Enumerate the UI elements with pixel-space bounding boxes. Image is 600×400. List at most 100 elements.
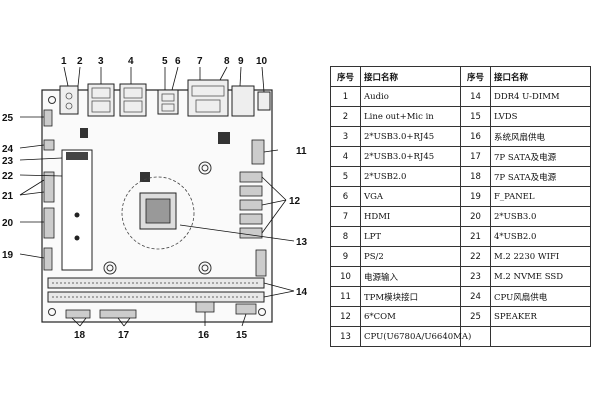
callout-19: 19 — [2, 250, 14, 261]
table-header-row: 序号 接口名称 序号 接口名称 — [330, 66, 591, 87]
callout-13: 13 — [296, 237, 308, 248]
header-index-left: 序号 — [330, 66, 361, 87]
row-index-right: 19 — [460, 186, 491, 207]
row-name-right: M.2 NVME SSD — [490, 266, 591, 287]
row-name-left: LPT — [360, 226, 461, 247]
row-name-left: 6*COM — [360, 306, 461, 327]
callout-25: 25 — [2, 113, 14, 124]
leader-lines — [19, 66, 295, 327]
row-name-right: M.2 2230 WIFI — [490, 246, 591, 267]
callout-24: 24 — [2, 144, 14, 155]
row-index-right: 22 — [460, 246, 491, 267]
header-index-right: 序号 — [460, 66, 491, 87]
row-name-left: 2*USB3.0+RJ45 — [360, 126, 461, 147]
callout-17: 17 — [118, 330, 130, 341]
mounting-holes — [48, 96, 266, 316]
row-index-right: 23 — [460, 266, 491, 287]
row-name-right: CPU风扇供电 — [490, 286, 591, 307]
row-index-left: 7 — [330, 206, 361, 227]
callout-6: 6 — [175, 56, 181, 67]
callout-10: 10 — [256, 56, 268, 67]
callout-16: 16 — [198, 330, 210, 341]
row-index-left: 12 — [330, 306, 361, 327]
row-index-left: 4 — [330, 146, 361, 167]
row-index-left: 3 — [330, 126, 361, 147]
row-index-right: 25 — [460, 306, 491, 327]
row-index-left: 11 — [330, 286, 361, 307]
callout-2: 2 — [77, 56, 83, 67]
row-index-left: 10 — [330, 266, 361, 287]
row-index-right: 16 — [460, 126, 491, 147]
row-name-right: DDR4 U-DIMM — [490, 86, 591, 107]
callout-5: 5 — [162, 56, 168, 67]
callout-4: 4 — [128, 56, 134, 67]
callout-3: 3 — [98, 56, 104, 67]
row-index-left: 5 — [330, 166, 361, 187]
row-name-left: Line out+Mic in — [360, 106, 461, 127]
row-name-left: 2*USB2.0 — [360, 166, 461, 187]
row-name-left: PS/2 — [360, 246, 461, 267]
callout-15: 15 — [236, 330, 248, 341]
callout-18: 18 — [74, 330, 86, 341]
row-index-left: 9 — [330, 246, 361, 267]
row-name-right: 4*USB2.0 — [490, 226, 591, 247]
row-index-left: 6 — [330, 186, 361, 207]
row-index-left: 2 — [330, 106, 361, 127]
row-name-right — [490, 326, 591, 347]
row-name-right: 系统风扇供电 — [490, 126, 591, 147]
row-index-right: 20 — [460, 206, 491, 227]
callout-8: 8 — [224, 56, 230, 67]
header-name-left: 接口名称 — [360, 66, 461, 87]
header-name-right: 接口名称 — [490, 66, 591, 87]
row-name-right: 7P SATA及电源 — [490, 166, 591, 187]
row-index-right: 14 — [460, 86, 491, 107]
row-name-right: F_PANEL — [490, 186, 591, 207]
row-name-left: 电源输入 — [360, 266, 461, 287]
callout-1: 1 — [61, 56, 67, 67]
callout-20: 20 — [2, 218, 14, 229]
cpu-highlight — [121, 176, 195, 250]
row-index-left: 1 — [330, 86, 361, 107]
row-index-left: 8 — [330, 226, 361, 247]
row-index-left: 13 — [330, 326, 361, 347]
row-name-right: 7P SATA及电源 — [490, 146, 591, 167]
row-name-left: CPU(U6780A/U6640MA) — [360, 326, 471, 347]
row-index-right: 17 — [460, 146, 491, 167]
row-index-right: 18 — [460, 166, 491, 187]
callout-23: 23 — [2, 156, 14, 167]
row-index-right: 15 — [460, 106, 491, 127]
row-name-left: VGA — [360, 186, 461, 207]
callout-12: 12 — [289, 196, 301, 207]
row-name-left: 2*USB3.0+RJ45 — [360, 146, 461, 167]
row-name-right: 2*USB3.0 — [490, 206, 591, 227]
callout-9: 9 — [238, 56, 244, 67]
row-name-left: HDMI — [360, 206, 461, 227]
row-index-right: 21 — [460, 226, 491, 247]
row-name-left: Audio — [360, 86, 461, 107]
row-name-right: LVDS — [490, 106, 591, 127]
callout-7: 7 — [197, 56, 203, 67]
motherboard-diagram: 1 2 3 4 5 6 7 8 9 10 11 12 13 14 15 16 1… — [2, 56, 308, 341]
callout-14: 14 — [296, 287, 308, 298]
callout-21: 21 — [2, 191, 14, 202]
row-index-right: 24 — [460, 286, 491, 307]
m2-slot — [61, 149, 93, 271]
row-name-right: SPEAKER — [490, 306, 591, 327]
callout-11: 11 — [296, 146, 307, 157]
callout-22: 22 — [2, 171, 14, 182]
row-name-left: TPM模块接口 — [360, 286, 461, 307]
